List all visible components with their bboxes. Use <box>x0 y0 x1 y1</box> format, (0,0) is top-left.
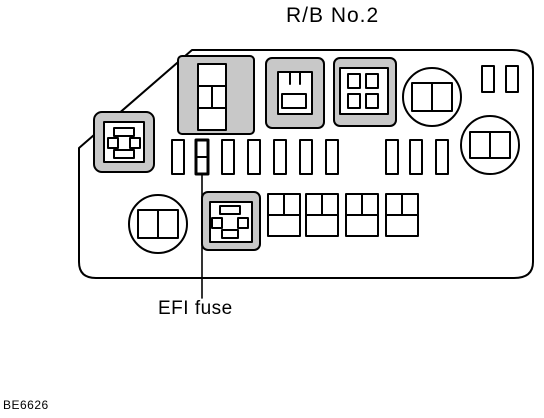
mini-fuse-right-1 <box>481 65 495 93</box>
round-relay-right <box>460 115 520 175</box>
connector-bottom <box>201 191 261 251</box>
round-relay-bottom-left <box>128 194 188 254</box>
relay-3 <box>333 57 397 127</box>
mini-fuse-right-2 <box>505 65 519 93</box>
fusible-link-3 <box>345 193 379 237</box>
efi-fuse-label: EFI fuse <box>158 298 233 319</box>
figure-code: BE6626 <box>3 398 49 412</box>
fusible-link-1 <box>267 193 301 237</box>
round-relay-top-right <box>402 67 462 127</box>
fuse-row <box>171 138 449 176</box>
fusible-link-2 <box>305 193 339 237</box>
relay-2 <box>265 57 325 129</box>
relay-block-housing <box>78 49 534 279</box>
connector-left <box>93 111 155 173</box>
fusible-link-4 <box>385 193 419 237</box>
relay-block-title: R/B No.2 <box>286 4 380 27</box>
relay-large-1 <box>177 55 255 135</box>
